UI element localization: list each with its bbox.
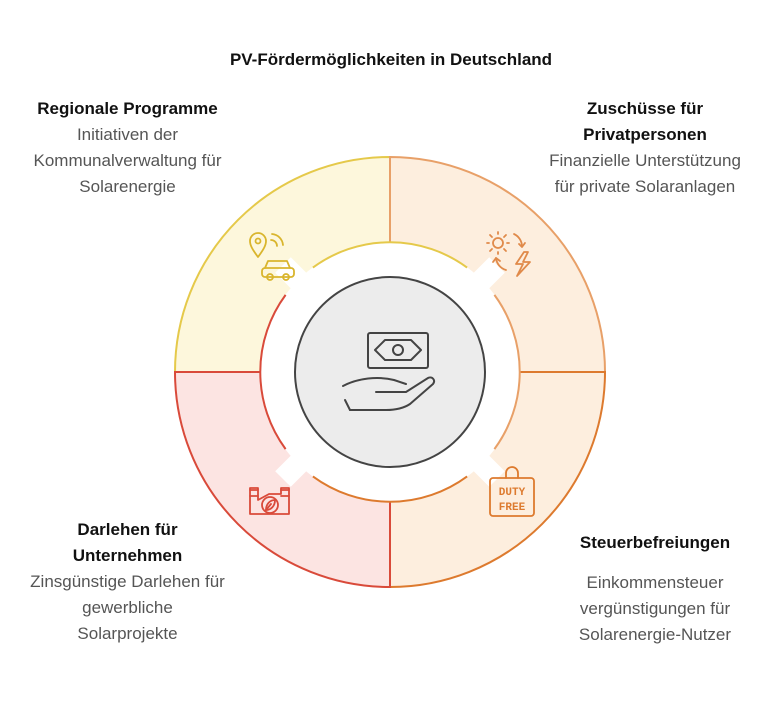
center-circle [294,276,486,468]
label-regional-programs: Regionale Programme Initiativen der Komm… [20,96,235,200]
segment-description: Einkommensteuer vergünstigungen für Sola… [578,573,732,644]
segment-heading: Zuschüsse für Privatpersonen [583,99,707,144]
location-car-icon [249,232,295,281]
ring-segment-bottom [312,475,468,503]
sun-energy-icon [486,231,531,277]
ring-segment-left [259,294,287,450]
segment-description: Zinsgünstige Darlehen für gewerbliche So… [30,572,225,643]
duty-free-icon: DUTY FREE [489,466,535,517]
duty-free-icon-line2: FREE [499,502,526,514]
eco-factory-icon [249,487,290,515]
label-private-grants: Zuschüsse für Privatpersonen Finanzielle… [545,96,745,200]
money-hand-icon [342,332,436,411]
label-tax-exemptions: Steuerbefreiungen Einkommensteuer vergün… [555,530,755,648]
ring-segment-top [312,241,468,269]
segment-heading: Darlehen für Unternehmen [72,520,183,565]
diagram-title: PV-Fördermöglichkeiten in Deutschland [229,50,553,69]
segment-description: Initiativen der Kommunalverwaltung für S… [33,125,222,196]
segment-heading: Steuerbefreiungen [579,533,731,552]
segment-description: Finanzielle Unterstützung für private So… [549,151,741,196]
duty-free-icon-line1: DUTY [499,487,526,499]
segment-heading: Regionale Programme [37,99,218,118]
label-business-loans: Darlehen für Unternehmen Zinsgünstige Da… [30,517,225,647]
ring-segment-right [493,294,521,450]
